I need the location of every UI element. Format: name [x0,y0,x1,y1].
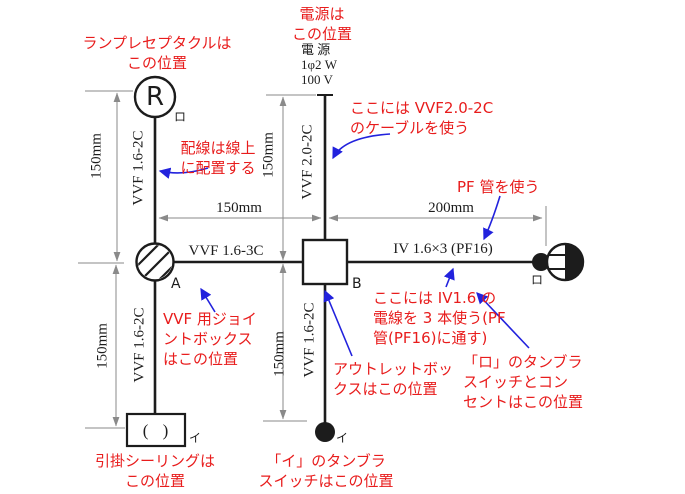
outlet-symbol-lines [547,254,565,270]
annotation-iv: ここには IV1.6 の 電線を 3 本使う(PF 管(PF16)に通す) [373,289,506,347]
annotation-outlet-box: アウトレットボッ クスはこの位置 [333,360,454,398]
label-vvf16-lower-left: VVF 1.6-2C [131,307,148,383]
label-ro-receptacle: ロ [174,110,187,124]
label-dim-150-lower-mid: 150mm [271,331,288,377]
annotation-arrows [158,133,530,357]
cables [153,94,533,423]
label-dim-150-upper-left: 150mm [88,133,105,179]
arrow-joint-box [200,287,216,313]
outlet-symbol-fill [565,244,583,280]
rosette-glyph: ( ) [142,421,174,440]
label-i-switch: イ [336,431,349,445]
annotation-joint-box: VVF 用ジョイ ントボックス はこの位置 [163,310,257,368]
label-point-b: B [352,276,362,292]
switch-ro-symbol [532,253,550,271]
arrow-vvf20 [332,133,391,160]
label-dim-150-horizontal: 150mm [216,200,262,216]
annotation-vvf20: ここには VVF2.0-2C のケーブルを使う [350,99,494,137]
outlet-box-symbol [301,238,349,286]
ceiling-rosette-symbol [125,412,187,448]
label-dim-150-lower-left: 150mm [94,323,111,369]
label-vvf16-3c: VVF 1.6-3C [188,243,264,259]
power-source-label: 電 源 1φ2 W 100 V [301,42,338,87]
label-i-rosette: イ [189,431,202,445]
switch-i-symbol [315,422,335,442]
label-vvf20-cable: VVF 2.0-2C [299,124,316,200]
arrow-switch-ro [476,292,530,349]
arrow-wiring [158,167,209,179]
label-point-a: A [171,276,181,292]
label-vvf16-lower-mid: VVF 1.6-2C [301,302,318,378]
annotation-ceiling: 引掛シーリングは この位置 [94,452,216,490]
label-vvf16-upper-left: VVF 1.6-2C [130,130,147,206]
annotation-power: 電源は この位置 [291,5,353,43]
label-iv-line: IV 1.6×3 (PF16) [393,241,493,257]
annotation-wiring: 配線は線上 に配置する [180,139,256,177]
arrow-outlet-box [323,289,353,357]
annotation-switch-ro: 「ロ」のタンブラ スイッチとコン セントはこの位置 [463,353,584,411]
joint-box-symbol [135,242,175,282]
arrow-iv [443,267,455,288]
label-dim-150-upper-mid: 150mm [260,132,277,178]
annotation-pf: PF 管を使う [457,178,540,196]
receptacle-letter: R [145,81,165,112]
label-dim-200-horizontal: 200mm [428,200,474,216]
annotation-lamp-receptacle: ランプレセプタクルは この位置 [82,34,232,72]
dimension-lines [78,90,547,429]
lamp-receptacle-symbol [133,75,177,119]
annotation-switch-i: 「イ」のタンブラ スイッチはこの位置 [258,452,394,490]
arrow-pf [483,195,501,241]
label-ro-outlet: ロ [531,273,544,287]
